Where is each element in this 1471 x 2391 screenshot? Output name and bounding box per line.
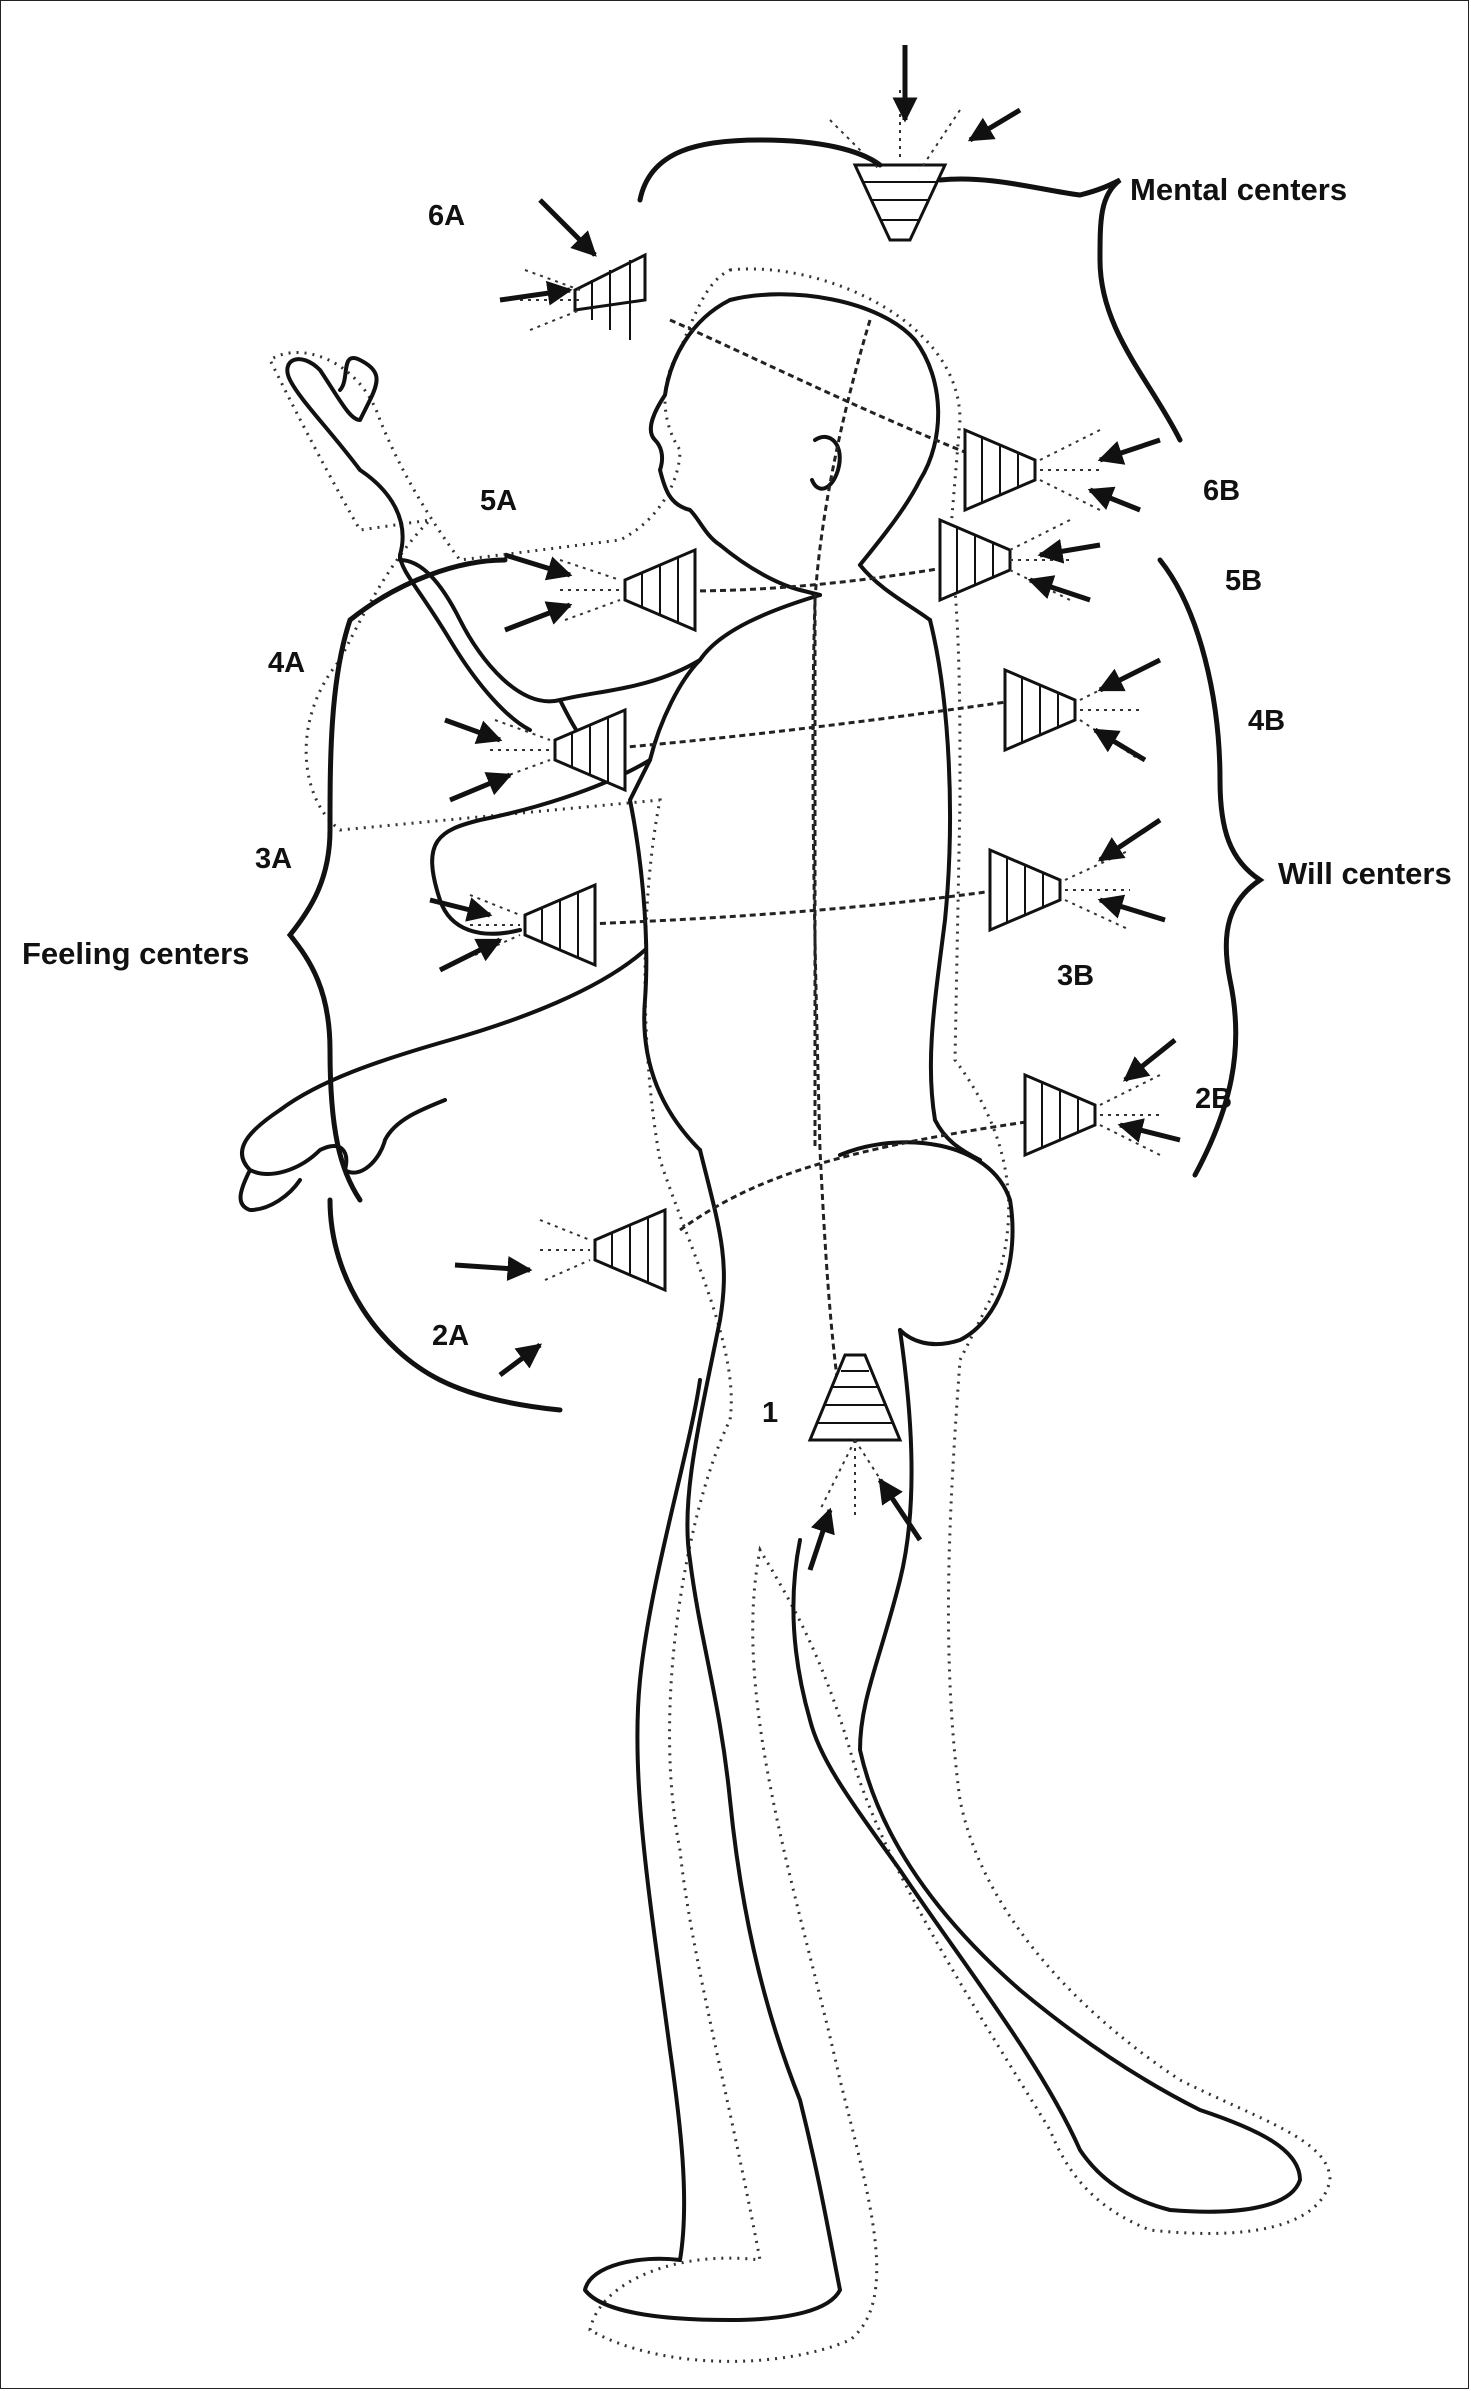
feeling-bracket xyxy=(290,560,560,1410)
center-6a-funnel xyxy=(575,255,645,340)
center-3b-funnel xyxy=(990,850,1060,930)
center-7-funnel xyxy=(855,165,945,240)
label-4b: 4B xyxy=(1248,705,1285,737)
ear xyxy=(812,437,840,489)
label-3b: 3B xyxy=(1057,960,1094,992)
label-5a: 5A xyxy=(480,485,517,517)
aura-outline xyxy=(270,269,1330,2361)
energy-centers xyxy=(525,165,1095,1440)
center-3a-funnel xyxy=(525,885,595,965)
human-figure xyxy=(241,294,1300,2320)
label-3a: 3A xyxy=(255,843,292,875)
center-4a-funnel xyxy=(555,710,625,790)
label-mental-centers: Mental centers xyxy=(1130,172,1347,207)
labels: Mental centers Feeling centers Will cent… xyxy=(22,172,1452,1429)
inflow-arrows xyxy=(430,45,1180,1570)
label-1: 1 xyxy=(762,1397,778,1429)
vertical-channel xyxy=(813,320,870,1400)
center-4b-funnel xyxy=(1005,670,1075,750)
label-6a: 6A xyxy=(428,200,465,232)
label-2b: 2B xyxy=(1195,1083,1232,1115)
label-feeling-centers: Feeling centers xyxy=(22,936,249,971)
center-5a-funnel xyxy=(625,550,695,630)
face-profile xyxy=(651,300,730,545)
hand xyxy=(241,1170,300,1210)
label-4a: 4A xyxy=(268,647,305,679)
center-2b-funnel xyxy=(1025,1075,1095,1155)
label-will-centers: Will centers xyxy=(1278,856,1452,891)
label-2a: 2A xyxy=(432,1320,469,1352)
center-6b-funnel xyxy=(965,430,1035,510)
front-leg xyxy=(585,1150,840,2320)
center-5b-funnel xyxy=(940,520,1010,600)
back-outline xyxy=(930,620,980,1160)
group-brackets xyxy=(290,140,1260,1410)
buttock xyxy=(840,1142,1013,1344)
center-2a-funnel xyxy=(595,1210,665,1290)
label-5b: 5B xyxy=(1225,565,1262,597)
center-1-funnel xyxy=(810,1355,900,1440)
label-6b: 6B xyxy=(1203,475,1240,507)
head-outline xyxy=(730,294,938,565)
